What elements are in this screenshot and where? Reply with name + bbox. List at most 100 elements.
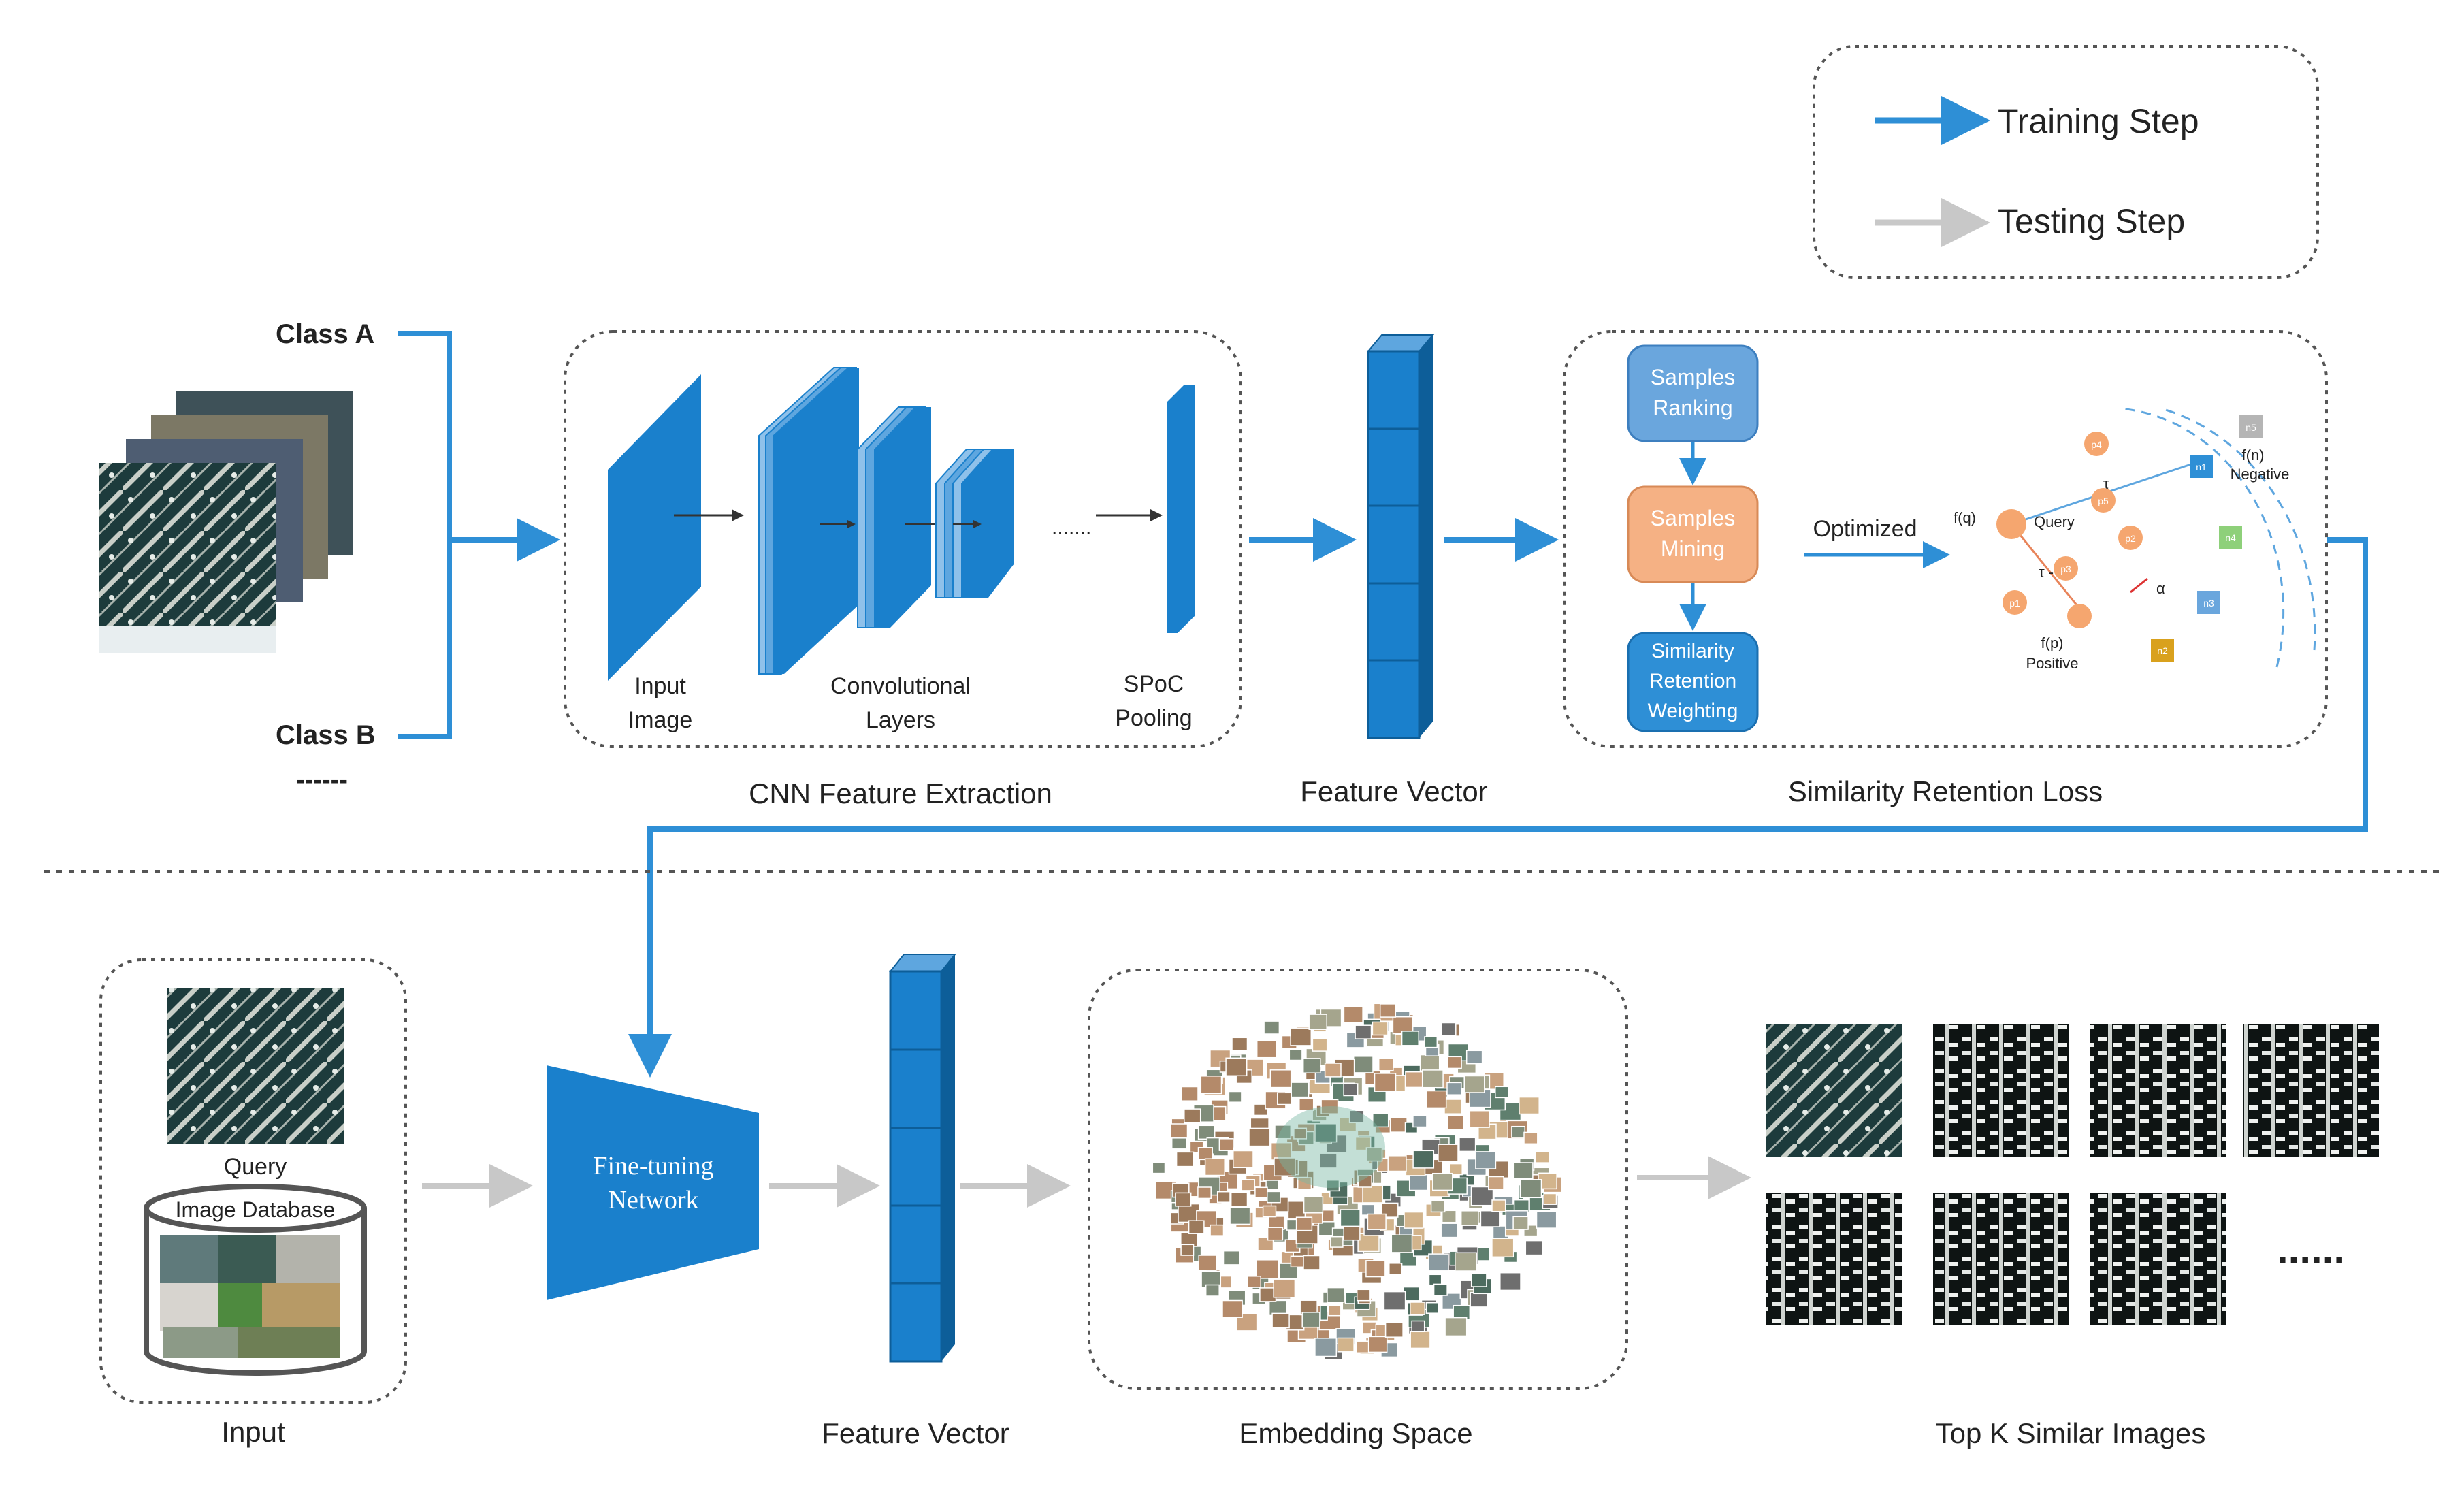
embedding-thumbnail: [1362, 1185, 1384, 1204]
embedding-thumbnail: [1288, 1048, 1303, 1061]
optimized-label: Optimized: [1813, 516, 1917, 542]
topk-label: Top K Similar Images: [1936, 1417, 2206, 1449]
negative-point-n3: [2197, 591, 2220, 614]
embedding-thumbnail: [1262, 1205, 1277, 1218]
embedding-thumbnail: [1405, 1071, 1425, 1088]
positive-point-p5: [2091, 488, 2116, 513]
embedding-thumbnail: [1218, 1138, 1234, 1151]
embedding-thumbnail: [1271, 1312, 1290, 1329]
embedding-thumbnail: [1314, 1123, 1338, 1143]
spoc-label-2: Pooling: [1115, 705, 1192, 731]
negative-point-n2: [2151, 639, 2174, 662]
embedding-thumbnail: [1248, 1127, 1271, 1147]
embedding-thumbnail: [1361, 1204, 1375, 1216]
embedding-thumbnail: [1295, 1216, 1313, 1231]
embedding-thumbnail: [1412, 1114, 1427, 1128]
embedding-thumbnail: [1328, 1304, 1342, 1317]
embedding-thumbnail: [1357, 1175, 1372, 1188]
embedding-thumbnail: [1404, 1211, 1424, 1229]
embedding-thumbnail: [1470, 1291, 1489, 1308]
embedding-thumbnail: [1274, 1125, 1292, 1140]
image-database-label: Image Database: [176, 1197, 336, 1222]
embedding-thumbnail: [1523, 1131, 1538, 1145]
testing-input: Query Image Database Input: [99, 958, 407, 1448]
embedding-thumbnail: [1176, 1151, 1195, 1167]
embedding-thumbnail: [1475, 1151, 1497, 1169]
embedding-thumbnail: [1387, 1155, 1407, 1172]
embedding-thumbnail: [1519, 1179, 1542, 1199]
embedding-thumbnail: [1355, 1340, 1371, 1354]
embedding-thumbnail: [1302, 1058, 1321, 1073]
input-image-plane: [608, 374, 701, 681]
embedding-thumbnail: [1365, 1260, 1386, 1278]
embedding-thumbnail: [1391, 1234, 1413, 1253]
embedding-thumbnail: [1303, 1196, 1324, 1214]
loss-embedding-illustration: f(q) Query τ τ - α α p4 p5 p2 p3 p1 f(p)…: [1954, 407, 2316, 672]
samples-ranking-label-1: Samples: [1651, 365, 1736, 389]
samples-mining-label-1: Samples: [1651, 506, 1736, 530]
embedding-thumbnail: [1184, 1108, 1201, 1124]
embedding-thumbnail: [1348, 1110, 1365, 1124]
embedding-thumbnail: [1425, 1302, 1440, 1314]
embedding-thumbnail: [1372, 1021, 1389, 1036]
embedding-thumbnail: [1267, 1191, 1281, 1204]
embedding-thumbnail: [1257, 1237, 1274, 1251]
embedding-thumbnail: [1356, 1289, 1371, 1302]
embedding-thumbnail: [1488, 1176, 1504, 1191]
embedding-thumbnail: [1197, 1186, 1212, 1199]
feature-vector-top: Feature Vector: [1300, 334, 1488, 807]
embedding-thumbnail: [1303, 1255, 1320, 1270]
embedding-thumbnail: [1277, 1092, 1292, 1105]
legend: Training Step Testing Step: [1813, 45, 2319, 279]
finetune-label-2: Network: [609, 1186, 699, 1214]
embedding-thumbnail: [1389, 1263, 1403, 1275]
embedding-thumbnail: [1299, 1097, 1314, 1112]
embedding-thumbnail: [1428, 1253, 1449, 1272]
svg-text:p5: p5: [2098, 496, 2109, 506]
embedding-space-box: [1088, 969, 1628, 1390]
fn-label: f(n): [2242, 447, 2265, 464]
finetune-network-shape: [547, 1065, 759, 1300]
positive-point-p4: [2084, 432, 2109, 456]
embedding-thumbnail: [1465, 1050, 1483, 1065]
embedding-thumbnail: [1357, 1233, 1380, 1253]
result-image-1: [1766, 1024, 1902, 1157]
fp-label: f(p): [2041, 634, 2064, 651]
embedding-thumbnail: [1491, 1238, 1514, 1258]
input-image-label-1: Input: [634, 673, 686, 699]
embedding-thumbnail: [1256, 1259, 1279, 1279]
loss-box: [1563, 330, 2328, 748]
tau-label: τ: [2103, 475, 2109, 492]
embedding-thumbnail: [1256, 1040, 1278, 1059]
class-b-label: Class B: [276, 720, 376, 750]
embedding-thumbnail: [1170, 1123, 1188, 1139]
samples-ranking-box: [1627, 344, 1759, 442]
embedding-thumbnail: [1343, 1225, 1361, 1241]
finetune-network: Fine-tuning Network: [547, 1065, 759, 1300]
result-image-5: [1766, 1193, 1902, 1325]
embedding-highlight: [1276, 1106, 1385, 1188]
embedding-thumbnail: [1352, 1056, 1374, 1073]
svg-text:p1: p1: [2009, 598, 2020, 609]
embedding-thumbnail: [1460, 1210, 1479, 1226]
testing-input-caption: Input: [221, 1416, 285, 1448]
conv-block-1: [758, 367, 859, 675]
embedding-space-label: Embedding Space: [1239, 1417, 1472, 1449]
embedding-thumbnail: [1430, 1199, 1446, 1213]
cnn-caption: CNN Feature Extraction: [749, 777, 1052, 809]
embedding-thumbnail: [1401, 1031, 1419, 1046]
svg-text:n3: n3: [2203, 598, 2214, 609]
embedding-thumbnail: [1320, 1099, 1339, 1114]
svg-text:p3: p3: [2060, 564, 2071, 575]
embedding-thumbnail: [1318, 1152, 1338, 1169]
cnn-feature-extraction: ....... Input Image Convolutional Layers…: [564, 330, 1242, 809]
embedding-thumbnail: [1253, 1103, 1268, 1116]
embedding-thumbnail: [1210, 1224, 1225, 1237]
embedding-space: Embedding Space: [1088, 969, 1628, 1449]
svg-text:n5: n5: [2246, 422, 2256, 433]
positive-point-p2: [2118, 526, 2143, 550]
embedding-thumbnail: [1198, 1255, 1217, 1271]
embedding-thumbnail: [1383, 1291, 1406, 1310]
embedding-thumbnail: [1273, 1278, 1296, 1298]
